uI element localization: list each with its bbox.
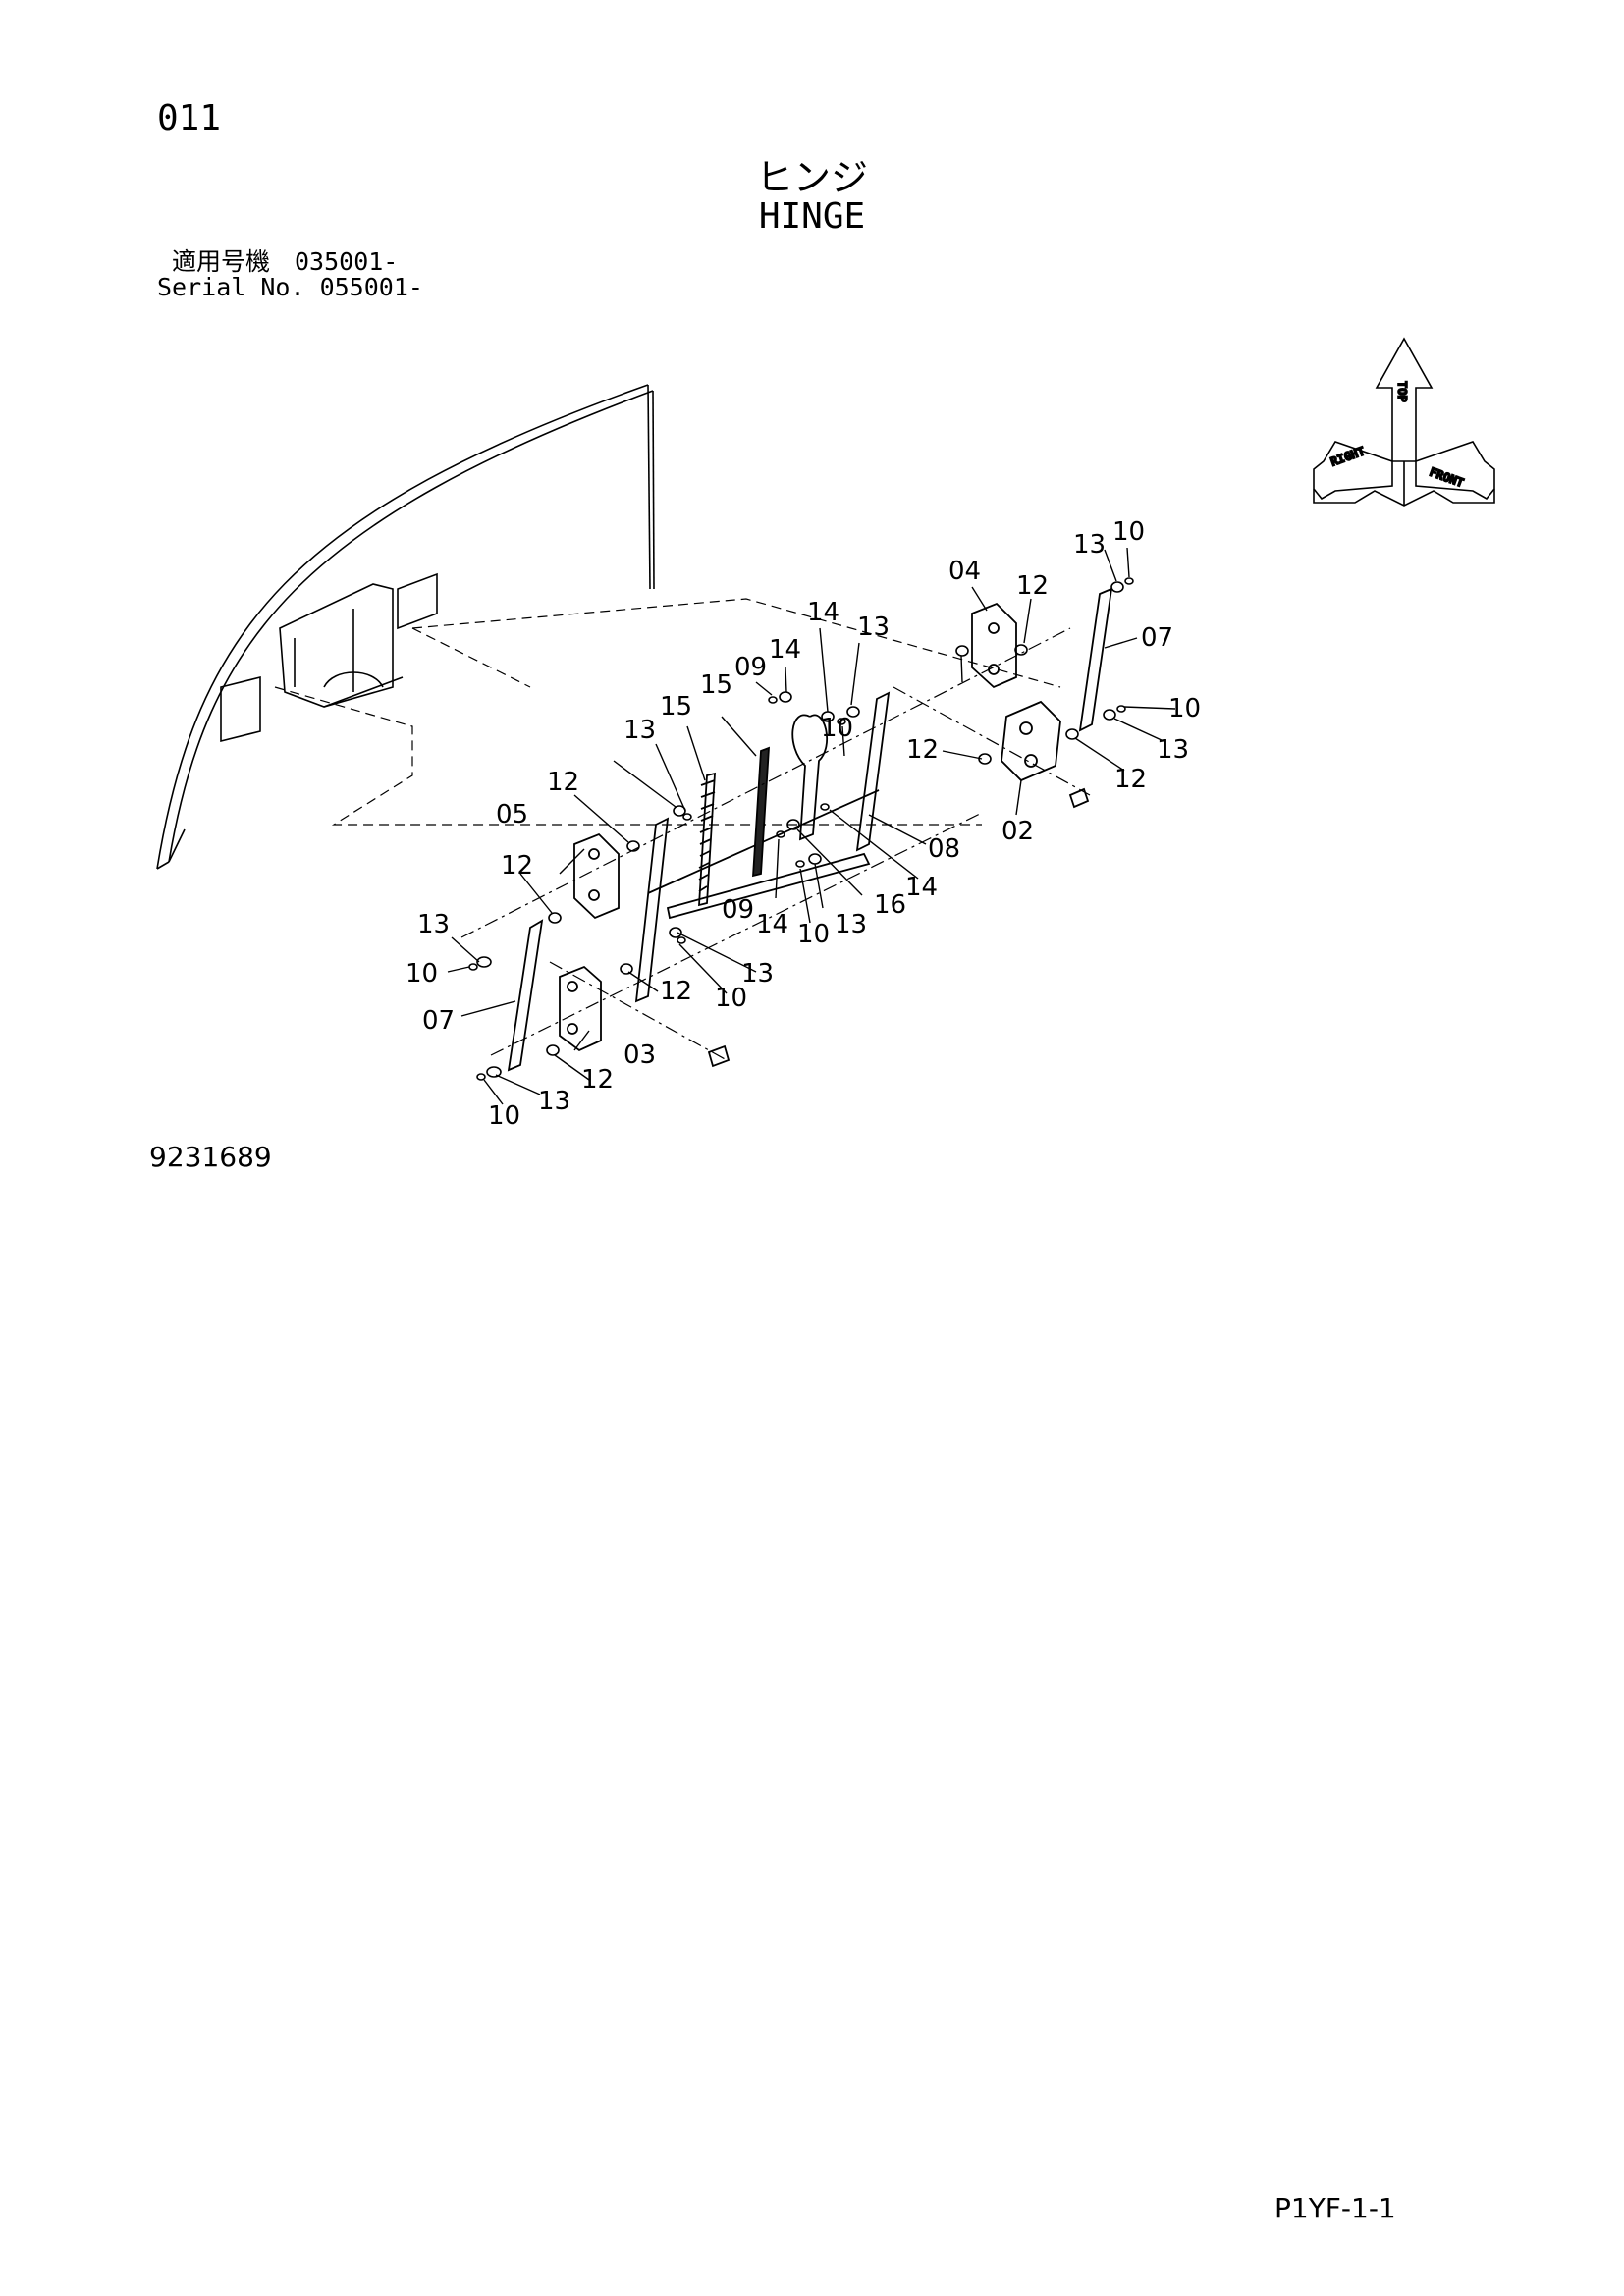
callout-label: 14 xyxy=(769,635,801,665)
callout-label: 13 xyxy=(835,910,867,939)
callout-label: 10 xyxy=(488,1101,520,1131)
callout-label: 15 xyxy=(660,692,692,721)
orientation-arrows-icon: TOP RIGHT FRONT xyxy=(1313,337,1495,507)
callout-label: 04 xyxy=(948,557,981,586)
callout-label: 10 xyxy=(715,984,747,1013)
callout-label: 14 xyxy=(807,598,839,627)
callout-label: 10 xyxy=(821,714,853,743)
callout-label: 12 xyxy=(660,977,692,1006)
orientation-label-top: TOP xyxy=(1395,381,1409,402)
callout-label: 02 xyxy=(1001,817,1034,846)
callout-label: 09 xyxy=(722,895,754,925)
callout-label: 13 xyxy=(538,1087,570,1116)
callout-label: 10 xyxy=(797,920,830,949)
callout-label: 05 xyxy=(496,800,528,829)
callout-label: 12 xyxy=(906,735,939,765)
callout-label: 14 xyxy=(756,910,788,939)
drawing-number: 9231689 xyxy=(149,1141,272,1173)
callout-label: 07 xyxy=(422,1006,455,1036)
callout-label: 10 xyxy=(406,959,438,988)
callout-label: 07 xyxy=(1141,623,1173,653)
hinge-parts-drawing xyxy=(460,577,1134,1081)
serial-range: Serial No. 055001- xyxy=(157,273,423,301)
callout-label: 13 xyxy=(1073,530,1106,560)
page-code: 011 xyxy=(157,98,222,138)
callout-numbers: 13 10 04 12 07 14 13 09 14 15 15 10 10 1… xyxy=(406,517,1201,1131)
callout-label: 12 xyxy=(547,768,579,797)
callout-label: 16 xyxy=(874,890,906,920)
callout-leader-lines xyxy=(447,547,1176,1105)
callout-label: 13 xyxy=(623,716,656,745)
callout-label: 13 xyxy=(1157,735,1189,765)
callout-label: 14 xyxy=(905,873,938,902)
callout-label: 13 xyxy=(857,613,890,642)
callout-label: 03 xyxy=(623,1041,656,1070)
callout-label: 12 xyxy=(1016,571,1049,601)
callout-label: 09 xyxy=(734,653,767,682)
callout-label: 15 xyxy=(700,670,732,700)
callout-label: 13 xyxy=(417,910,450,939)
serial-range-japanese: 適用号機 035001- xyxy=(172,247,399,276)
page-title: HINGE xyxy=(758,196,866,237)
windshield-frame-drawing xyxy=(156,384,1061,870)
callout-label: 10 xyxy=(1168,694,1201,723)
callout-label: 12 xyxy=(501,851,533,881)
page-reference: P1YF-1-1 xyxy=(1274,2192,1396,2224)
callout-label: 13 xyxy=(741,959,774,988)
page-title-japanese: ヒンジ xyxy=(755,156,868,199)
callout-label: 12 xyxy=(1114,765,1147,794)
callout-label: 10 xyxy=(1112,517,1145,547)
callout-label: 12 xyxy=(581,1065,614,1095)
callout-label: 08 xyxy=(928,834,960,864)
